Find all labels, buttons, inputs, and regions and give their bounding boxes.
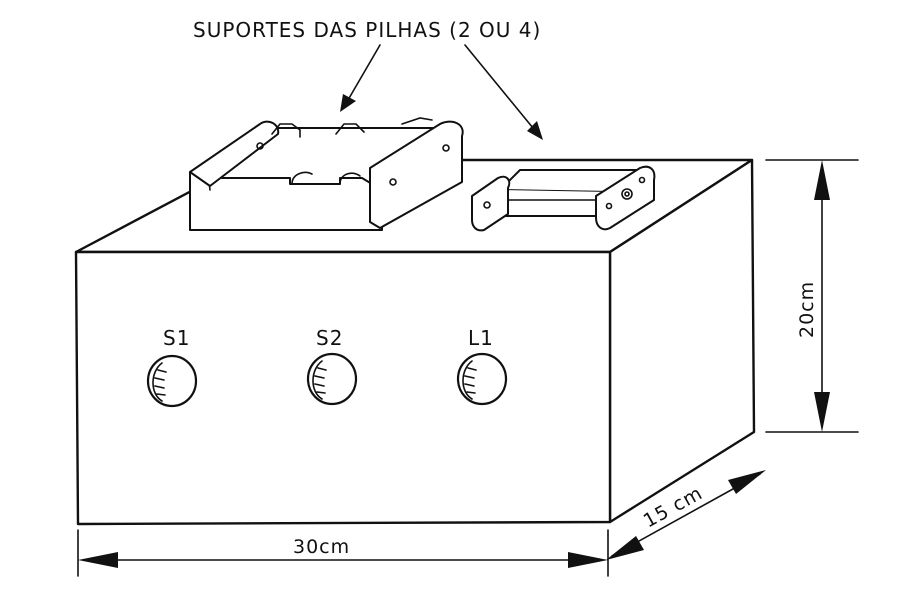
hole-s1: S1 <box>146 326 198 408</box>
hole-label: S2 <box>316 326 343 350</box>
width-dimension: 30cm <box>77 529 609 577</box>
box-front-face <box>74 250 612 526</box>
height-label: 20cm <box>796 281 818 338</box>
hole-s2: S2 <box>306 326 358 406</box>
battery-holder-small <box>471 165 656 232</box>
hole-l1: L1 <box>456 326 508 406</box>
hole-label: S1 <box>163 326 190 350</box>
battery-holders-caption: SUPORTES DAS PILHAS (2 OU 4) <box>193 18 541 42</box>
battery-holder-large <box>189 117 464 231</box>
caption-leader-arrows <box>340 44 543 140</box>
height-dimension: 20cm <box>765 159 859 433</box>
hole-label: L1 <box>468 326 494 350</box>
width-label: 30cm <box>293 536 350 558</box>
